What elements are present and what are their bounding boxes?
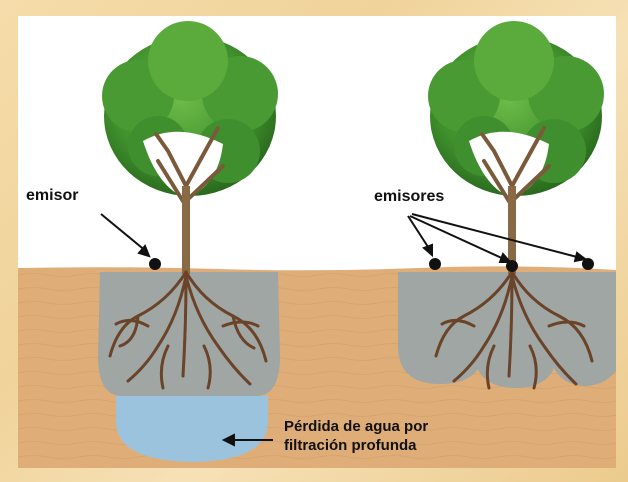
- tree-right: [428, 21, 604, 390]
- illustration-panel: emisor emisores Pérdida de agua por filt…: [18, 16, 616, 468]
- emisor-label: emisor: [26, 187, 79, 204]
- emitter-dot-right-3: [582, 258, 594, 270]
- emitter-dot-right-1: [429, 258, 441, 270]
- tree-left: [102, 21, 278, 390]
- wet-bulb-right-3: [548, 272, 616, 386]
- irrigation-diagram: [18, 21, 616, 468]
- water-loss-label-line2: filtración profunda: [284, 437, 417, 454]
- wet-bulb-right-1: [398, 272, 484, 384]
- water-loss-zone: [116, 396, 268, 462]
- emitter-dot-left: [149, 258, 161, 270]
- water-loss-label-line1: Pérdida de agua por: [284, 418, 429, 435]
- arrows: [100, 213, 588, 447]
- emisores-label: emisores: [374, 188, 445, 205]
